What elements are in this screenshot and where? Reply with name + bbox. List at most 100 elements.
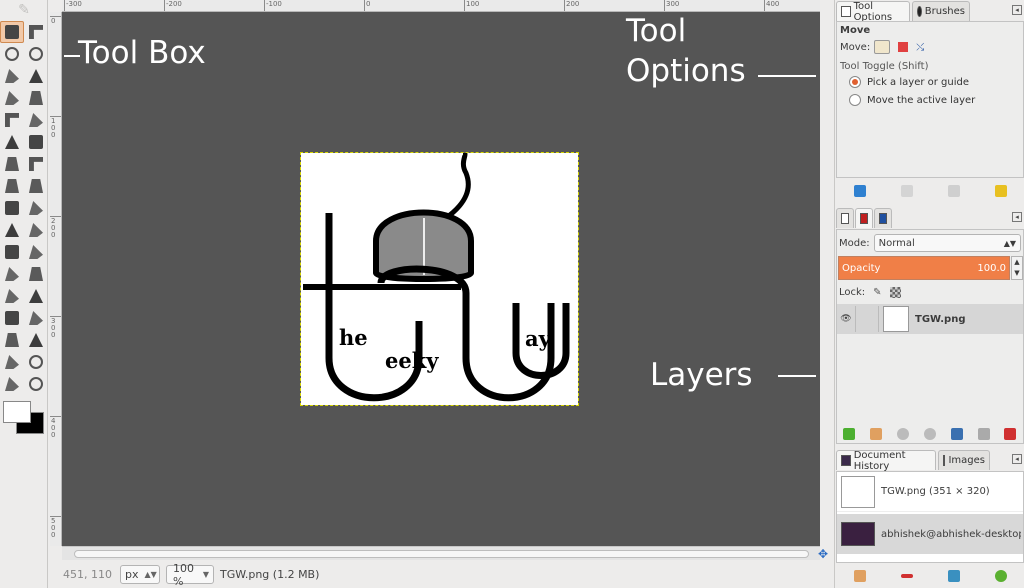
tab-document-history[interactable]: Document History [836, 450, 936, 472]
paintbrush-tool[interactable] [0, 263, 24, 285]
lock-alpha-icon[interactable] [889, 287, 901, 298]
ink-tool[interactable] [24, 285, 48, 307]
rect-select-tool[interactable] [24, 21, 48, 43]
radio-pick-layer[interactable]: Pick a layer or guide [849, 76, 1023, 88]
bucket-fill-tool[interactable] [24, 219, 48, 241]
mode-selector[interactable]: Normal ▲▼ [873, 234, 1021, 252]
fuzzy-select-tool[interactable] [0, 65, 24, 87]
scissors-tool[interactable] [0, 87, 24, 109]
lower-layer-icon[interactable] [923, 428, 936, 440]
smudge-tool[interactable] [0, 351, 24, 373]
duplicate-layer-icon[interactable] [950, 428, 963, 440]
heal-tool[interactable] [24, 307, 48, 329]
flip-tool[interactable] [0, 197, 24, 219]
brush-icon [5, 267, 19, 281]
eye-icon[interactable]: 👁 [840, 314, 852, 324]
tab-channels-icon[interactable] [855, 208, 873, 228]
raise-layer-icon[interactable] [897, 428, 910, 440]
blur-tool[interactable] [24, 329, 48, 351]
delete-options-icon[interactable] [947, 185, 960, 197]
color-picker-tool[interactable] [0, 373, 24, 395]
tab-paths-icon[interactable] [874, 208, 892, 228]
measure-tool[interactable] [0, 131, 24, 153]
blend-tool[interactable] [0, 241, 24, 263]
scrollbar-thumb[interactable] [74, 550, 809, 558]
move-selection-icon[interactable] [898, 42, 909, 52]
eraser-tool[interactable] [24, 263, 48, 285]
new-layer-group-icon[interactable] [870, 428, 883, 440]
chain-icon[interactable] [855, 306, 879, 332]
delete-layer-icon[interactable] [1004, 428, 1017, 440]
scale-tool[interactable] [24, 153, 48, 175]
move-tool[interactable] [0, 21, 24, 43]
refresh-icon[interactable] [994, 570, 1007, 582]
tab-tool-options[interactable]: Tool Options [836, 1, 910, 23]
radio-move-active-layer[interactable]: Move the active layer [849, 94, 1023, 106]
history-item[interactable]: abhishek@abhishek-desktop: [837, 514, 1023, 554]
restore-options-icon[interactable] [900, 185, 913, 197]
ruler-label: 0 [51, 17, 56, 25]
zoom-icon [29, 377, 43, 391]
move-path-icon[interactable]: ⤯ [916, 41, 925, 53]
perspective-clone-tool[interactable] [0, 329, 24, 351]
move-layer-icon[interactable] [874, 40, 891, 54]
tab-layers-icon[interactable] [836, 208, 854, 228]
foreground-select-tool[interactable] [24, 87, 48, 109]
tab-images[interactable]: Images [938, 450, 990, 470]
blur-icon [29, 333, 43, 347]
zoom-tool[interactable] [24, 373, 48, 395]
tab-menu-icon[interactable]: ◂ [1012, 454, 1022, 464]
ellipse-select-tool[interactable] [0, 43, 24, 65]
redo-icon[interactable] [900, 574, 913, 578]
foreground-color-swatch[interactable] [3, 401, 31, 423]
tab-brushes[interactable]: Brushes [912, 1, 970, 21]
cage-tool[interactable] [24, 197, 48, 219]
unit-selector[interactable]: px ▲▼ [120, 565, 160, 584]
layer-row[interactable]: 👁 TGW.png [837, 304, 1023, 334]
zoom-selector[interactable]: 100 % ▼ [166, 562, 214, 588]
ruler-label: 200 [566, 0, 580, 8]
layer-name[interactable]: TGW.png [915, 313, 966, 325]
airbrush-tool[interactable] [0, 285, 24, 307]
horizontal-scrollbar[interactable] [62, 546, 820, 560]
transform-tool[interactable] [0, 153, 24, 175]
layers-annotation: Layers [650, 357, 753, 393]
undo-icon[interactable] [853, 570, 866, 582]
layers-annotation-line [778, 375, 816, 377]
zoom-value: 100 % [173, 561, 194, 588]
tab-menu-icon[interactable]: ◂ [1012, 5, 1022, 15]
mode-value: Normal [878, 237, 915, 249]
clear-history-icon[interactable] [947, 570, 960, 582]
clone-tool[interactable] [0, 307, 24, 329]
ink-icon [29, 289, 43, 303]
dodge-tool[interactable] [24, 351, 48, 373]
save-options-icon[interactable] [853, 185, 866, 197]
opacity-slider[interactable]: Opacity 100.0 [838, 256, 1010, 280]
anchor-layer-icon[interactable] [977, 428, 990, 440]
new-layer-icon[interactable] [843, 428, 856, 440]
tab-menu-icon[interactable]: ◂ [1012, 212, 1022, 222]
tab-label: Images [948, 455, 985, 466]
reset-options-icon[interactable] [994, 185, 1007, 197]
image-canvas[interactable]: he eeky ay [300, 150, 579, 406]
navigate-icon[interactable]: ✥ [818, 547, 829, 561]
free-select-tool[interactable] [24, 43, 48, 65]
select-by-color-tool[interactable] [24, 65, 48, 87]
lock-pixels-icon[interactable]: ✎ [873, 287, 882, 298]
history-item[interactable]: TGW.png (351 × 320) [837, 472, 1023, 512]
tool-toggle-label: Tool Toggle (Shift) [840, 61, 929, 72]
ruler-tick [50, 116, 61, 117]
ruler-label: 0 [366, 0, 371, 8]
shear-tool[interactable] [0, 175, 24, 197]
crop-tool[interactable] [0, 109, 24, 131]
text-tool[interactable] [0, 219, 24, 241]
align-tool[interactable] [24, 131, 48, 153]
pencil-tool[interactable] [24, 241, 48, 263]
paths-tool[interactable] [24, 109, 48, 131]
canvas-area[interactable]: he eeky ay Tool Box Tool Options Layers [62, 12, 820, 546]
history-thumbnail [841, 475, 875, 508]
opacity-spinner[interactable]: ▲▼ [1011, 256, 1023, 280]
transform-icon [5, 157, 19, 171]
perspective-tool[interactable] [24, 175, 48, 197]
ruler-tick [664, 0, 665, 11]
